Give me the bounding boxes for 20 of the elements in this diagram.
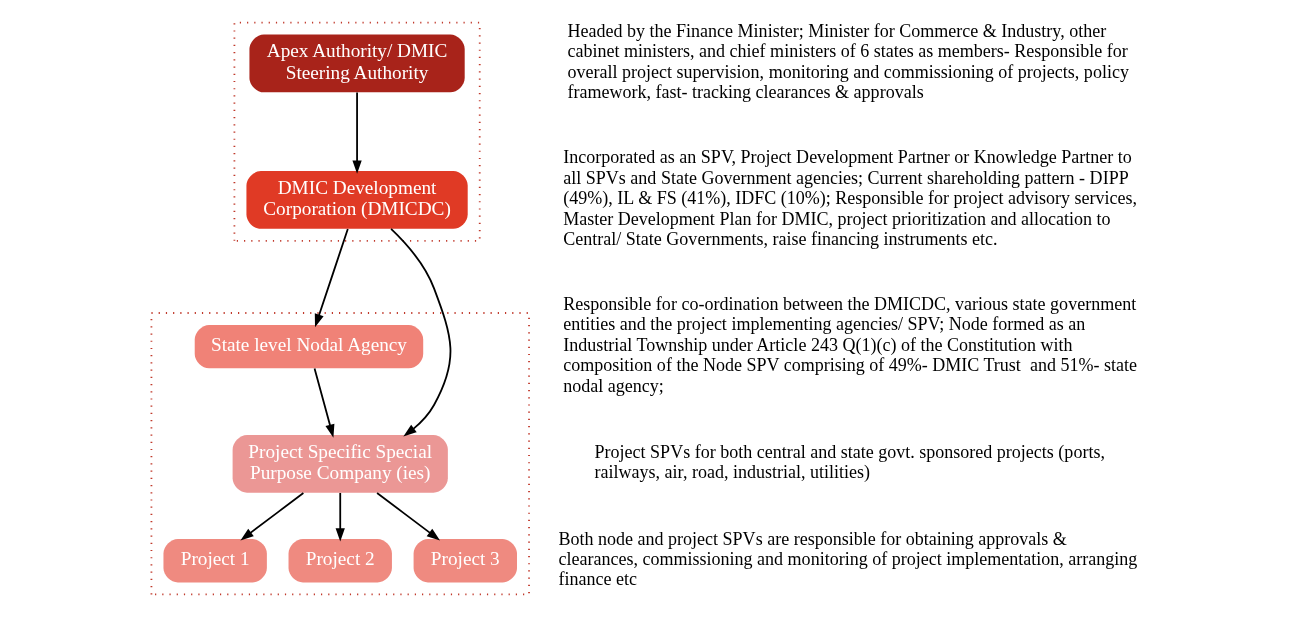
node-box: Project 2 [288,539,392,583]
label: Project SPVs for both central and state govt. sponsored projects (ports, railways, air, road, industrial, utilities) [594,441,1105,483]
arrow [314,228,349,328]
arrow [352,91,362,174]
node-box: State level Nodal Agency [194,325,424,369]
node-box: DMIC Development Corporation (DMICDC) [246,171,468,229]
label: Responsible for co-ordination between the DMICDC, various state government entities and the project implementing agencies/ SPV; Node formed as an Industrial Township under Article 243 Q(1)(c) of the Constitution with composition of the Node SPV comprising of 49%- DMIC Trust and 51%- state nodal agency; [563,294,1137,396]
node-box: Project 1 [163,539,267,583]
label: Incorporated as an SPV, Project Development Partner or Knowledge Partner to all SPVs and State Government agencies; Current shareholding pattern - DIPP (49%), IL & FS (41%), IDFC (10%); Responsible for project advisory services, Master Development Plan for DMIC, project prioritization and allocation to Central/ State Governments, raise financing instruments etc. [563,147,1138,250]
arrow [335,492,345,542]
node-box: Project Specific Special Purpose Company (ies) [232,435,448,493]
cluster [233,21,481,242]
node-box: Project 3 [413,539,517,583]
arrow [313,367,335,438]
node-box: Apex Authority/ DMIC Steering Authority [249,34,465,93]
label: Both node and project SPVs are responsible for obtaining approvals & clearances, commissioning and monitoring of project implementation, arranging finance etc [558,528,1138,590]
arrow [240,492,305,541]
label: Headed by the Finance Minister; Minister for Commerce & Industry, other cabinet ministers, and chief ministers of 6 states as members- Responsible for overall project supervision, monitoring and commissioning of projects, policy framework, fast- tracking clearances & approvals [567,21,1129,103]
arrow [376,492,440,541]
arrow [390,228,452,437]
